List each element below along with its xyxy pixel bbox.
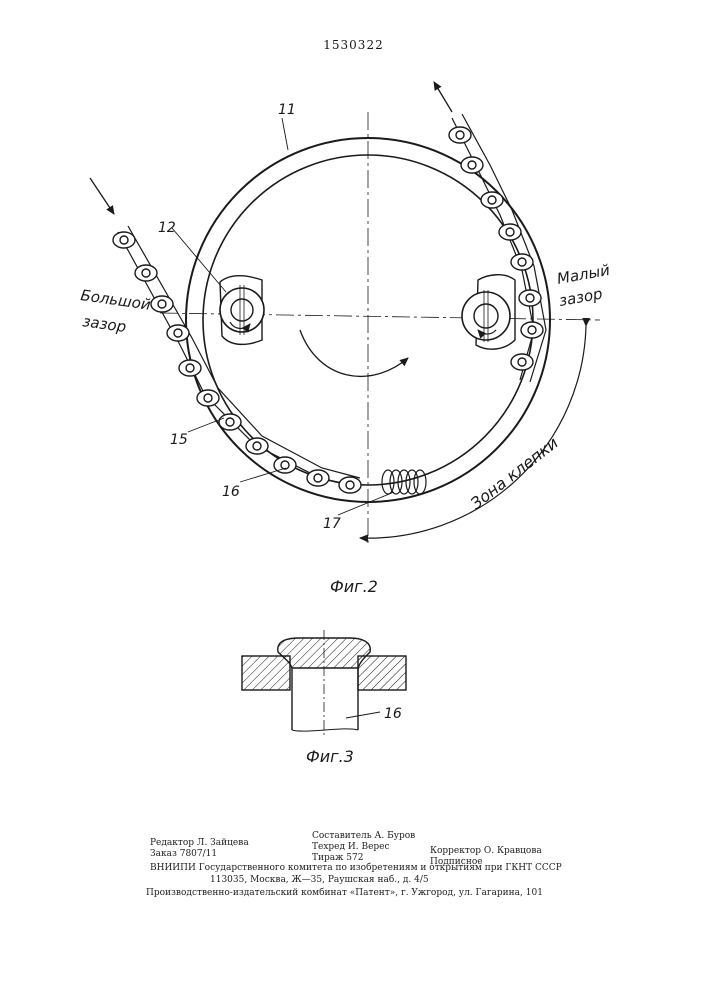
imprint-circulation: Тираж 572 bbox=[312, 853, 363, 863]
fig2-caption: Фиг.2 bbox=[330, 577, 378, 596]
left-sprocket bbox=[220, 276, 264, 345]
figure-3: 16 Фиг.3 bbox=[242, 630, 406, 766]
fig3-caption: Фиг.3 bbox=[306, 747, 354, 766]
right-plate-section bbox=[358, 656, 406, 690]
rivet-stack bbox=[382, 470, 426, 494]
chain-entry-arrow bbox=[90, 178, 114, 214]
label-rivet: 17 bbox=[323, 516, 341, 532]
label-chain: 15 bbox=[170, 432, 188, 448]
imprint-vniipi: ВНИИПИ Государственного комитета по изоб… bbox=[150, 863, 562, 873]
label-small-gap-2: зазор bbox=[558, 285, 604, 310]
rotation-arrow bbox=[300, 330, 408, 376]
figure-2: 11 12 15 16 17 Большой зазор Малый зазор… bbox=[79, 82, 611, 596]
label-ring: 11 bbox=[278, 102, 296, 118]
right-sprocket bbox=[462, 275, 515, 349]
imprint-plant: Производственно-издательский комбинат «П… bbox=[146, 888, 543, 898]
leader-fig3-pin bbox=[346, 712, 380, 718]
leader-ring bbox=[282, 118, 288, 150]
imprint-order: Заказ 7807/11 bbox=[150, 849, 217, 859]
imprint-corrector: Корректор О. Кравцова bbox=[430, 846, 542, 856]
label-riveting-zone: Зона клепки bbox=[467, 433, 562, 513]
label-large-gap-2: зазор bbox=[81, 312, 127, 336]
label-large-gap-1: Большой bbox=[79, 286, 152, 314]
imprint-address: 113035, Москва, Ж—35, Раушская наб., д. … bbox=[210, 875, 429, 885]
leader-rivet bbox=[338, 492, 394, 515]
label-pin: 16 bbox=[222, 484, 240, 500]
imprint-editor: Редактор Л. Зайцева bbox=[150, 838, 249, 848]
imprint-techred: Техред И. Верес bbox=[312, 842, 390, 852]
label-sprocket: 12 bbox=[158, 220, 176, 236]
imprint-compiler: Составитель А. Буров bbox=[312, 831, 415, 841]
leader-sprocket bbox=[172, 228, 226, 292]
chain-exit-arrow bbox=[434, 82, 452, 112]
label-small-gap-1: Малый bbox=[556, 261, 612, 288]
fig3-label-pin: 16 bbox=[384, 706, 402, 722]
left-plate-section bbox=[242, 656, 290, 690]
